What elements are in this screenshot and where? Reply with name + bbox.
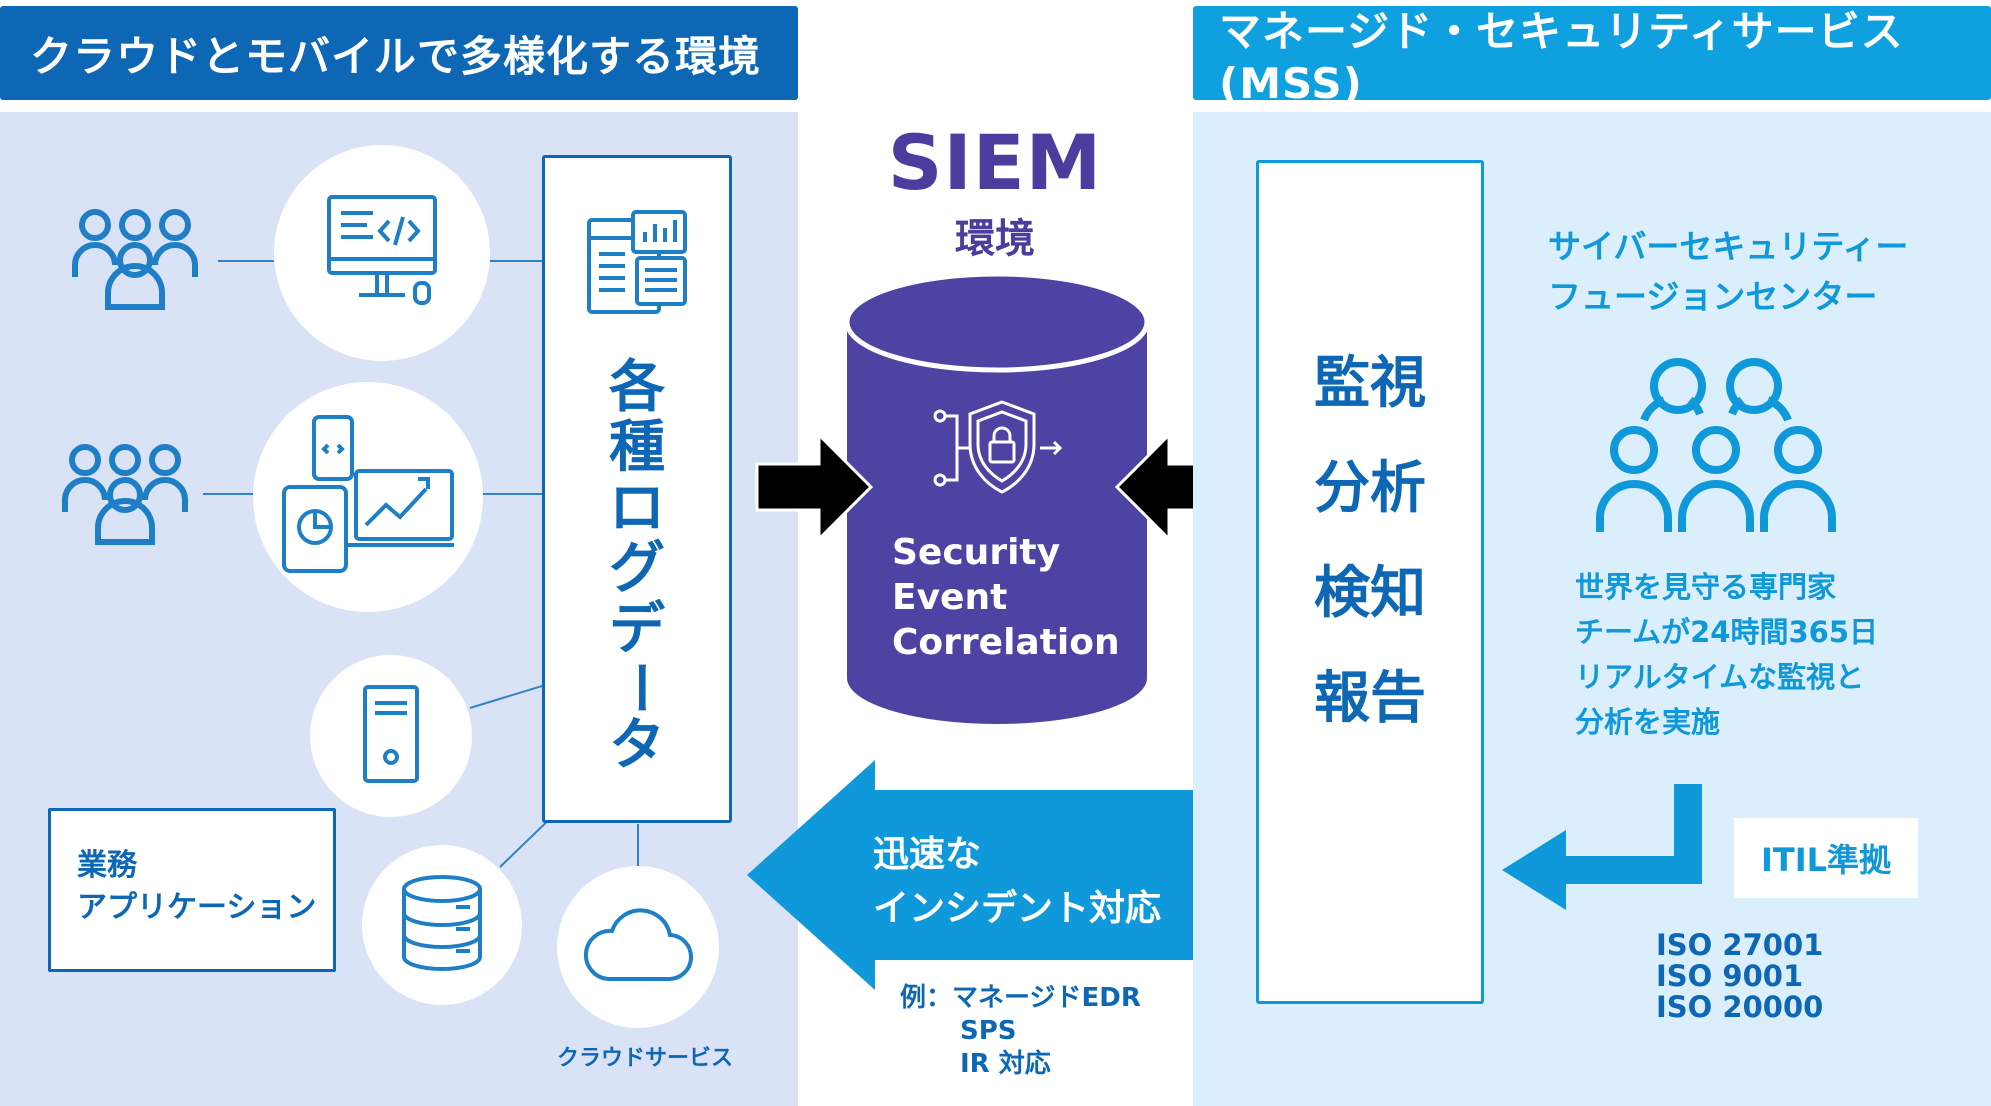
- process-report: 報告: [1314, 666, 1426, 731]
- siem-database-cylinder: [844, 270, 1150, 726]
- desktop-code-icon: [327, 195, 437, 311]
- db-line-event: Event: [892, 577, 1008, 618]
- log-char: ロ: [609, 475, 665, 541]
- arrow-right-icon: [754, 431, 874, 546]
- iso-27001: ISO 27001: [1656, 928, 1824, 962]
- itil-badge: ITIL準拠: [1734, 818, 1918, 898]
- log-char: 各: [609, 355, 665, 420]
- iso-list: ISO 27001 ISO 9001 ISO 20000: [1656, 930, 1823, 1023]
- example-line3: IR 対応: [960, 1049, 1051, 1079]
- expert-description: 世界を見守る専門家 チームが24時間365日 リアルタイムな監視と 分析を実施: [1575, 565, 1878, 745]
- cloud-circle: [557, 866, 719, 1028]
- log-char: グ: [609, 536, 665, 602]
- database-circle: [362, 845, 522, 1005]
- users-icon: [60, 440, 190, 545]
- business-app-line1: 業務: [77, 848, 137, 883]
- log-char: デ: [609, 596, 665, 662]
- mobile-devices-icon: [282, 415, 454, 579]
- log-char: ー: [605, 660, 671, 717]
- business-app-box: 業務 アプリケーション: [48, 808, 336, 972]
- team-icon: [1596, 358, 1836, 540]
- connector-line: [637, 824, 639, 870]
- process-detect: 検知: [1314, 561, 1426, 626]
- connector-line: [490, 260, 542, 262]
- desktop-code-circle: [274, 145, 490, 361]
- database-icon: [400, 875, 484, 975]
- process-analyze: 分析: [1314, 456, 1426, 521]
- db-line-security: Security: [892, 532, 1061, 573]
- process-monitor: 監視: [1314, 351, 1426, 416]
- response-line1: 迅速な: [873, 834, 982, 875]
- log-char: タ: [609, 713, 665, 779]
- expert-line1: 世界を見守る専門家: [1575, 570, 1837, 604]
- right-header-title: マネージド・セキュリティサービス(MSS): [1219, 7, 1904, 108]
- connector-line: [203, 493, 253, 495]
- connector-line: [483, 493, 542, 495]
- iso-20000: ISO 20000: [1656, 990, 1824, 1024]
- expert-line4: 分析を実施: [1575, 705, 1721, 739]
- response-line2: インシデント対応: [873, 888, 1162, 929]
- server-circle: [310, 655, 472, 817]
- incident-response-arrow: [747, 760, 1255, 994]
- iso-9001: ISO 9001: [1656, 959, 1804, 993]
- log-char: 種: [609, 415, 665, 481]
- log-data-vertical-text: 各 種 ロ グ デ ー タ: [545, 355, 729, 779]
- incident-response-text: 迅速な インシデント対応: [873, 828, 1161, 936]
- cloud-service-label: クラウドサービス: [556, 1046, 733, 1071]
- users-icon: [70, 205, 200, 310]
- server-icon: [363, 685, 419, 787]
- process-box: 監視 分析 検知 報告: [1256, 160, 1484, 1004]
- business-app-line2: アプリケーション: [77, 890, 317, 925]
- example-text: 例：マネージドEDR SPS IR 対応: [900, 982, 1141, 1081]
- itil-connector-arrow: [1490, 784, 1710, 928]
- fusion-line1: サイバーセキュリティー: [1548, 227, 1909, 266]
- connector-line: [218, 260, 274, 262]
- left-header-title: クラウドとモバイルで多様化する環境: [30, 31, 762, 81]
- left-header: クラウドとモバイルで多様化する環境: [0, 6, 798, 100]
- siem-title: SIEM: [887, 118, 1103, 207]
- log-document-icon: [585, 208, 689, 320]
- siem-db-text: Security Event Correlation: [892, 530, 1120, 665]
- expert-line2: チームが24時間365日: [1575, 615, 1879, 649]
- log-data-box: 各 種 ロ グ デ ー タ: [542, 155, 732, 823]
- cloud-icon: [582, 907, 694, 987]
- fusion-line2: フュージョンセンター: [1548, 277, 1878, 316]
- mobile-devices-circle: [253, 382, 483, 612]
- shield-lock-icon: [932, 398, 1068, 502]
- fusion-center-title: サイバーセキュリティー フュージョンセンター: [1548, 222, 1908, 322]
- db-line-correlation: Correlation: [892, 622, 1120, 663]
- siem-subtitle: 環境: [955, 216, 1035, 262]
- example-line1: 例：マネージドEDR: [900, 983, 1141, 1013]
- expert-line3: リアルタイムな監視と: [1575, 660, 1865, 694]
- right-header: マネージド・セキュリティサービス(MSS): [1193, 6, 1991, 108]
- example-line2: SPS: [960, 1016, 1017, 1046]
